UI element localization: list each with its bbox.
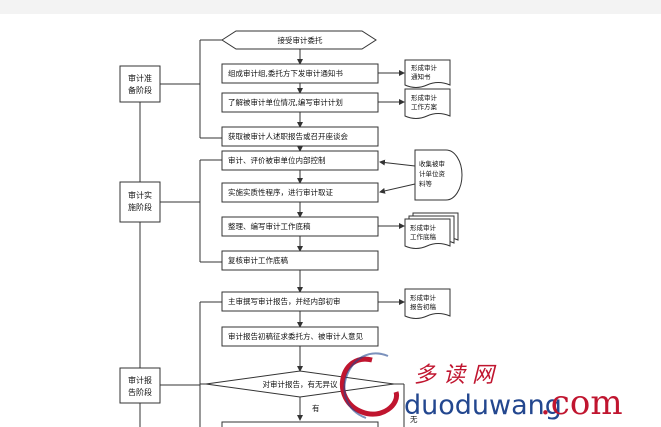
step-6: 整理、编写审计工作底稿 bbox=[221, 216, 379, 237]
doc-plan: 形成审计 工作方案 bbox=[404, 88, 451, 119]
doc-workpapers: 形成审计 工作底稿 bbox=[404, 212, 459, 249]
phase-brackets bbox=[139, 39, 222, 427]
collect-note-line3: 料等 bbox=[419, 179, 433, 188]
step-7: 复核审计工作底稿 bbox=[221, 250, 379, 271]
phase-report-line1: 审计报 bbox=[128, 375, 152, 385]
step-4-label: 审计、评价被审单位内部控制 bbox=[228, 155, 326, 165]
decision-yes-label: 有 bbox=[312, 403, 320, 413]
doc-draft-line2: 报告初稿 bbox=[410, 302, 437, 311]
step-7-label: 复核审计工作底稿 bbox=[228, 255, 288, 265]
step-4: 审计、评价被审单位内部控制 bbox=[221, 150, 379, 171]
step-2-label: 了解被审计单位情况,编写审计计划 bbox=[228, 97, 343, 107]
phase-report-line2: 告阶段 bbox=[128, 387, 152, 397]
start-node-label: 接受审计委托 bbox=[278, 35, 323, 45]
decision-label: 对审计报告，有无异议 bbox=[263, 379, 338, 389]
step-1-label: 组成审计组,委托方下发审计通知书 bbox=[228, 68, 343, 78]
doc-notice: 形成审计 通知书 bbox=[404, 59, 451, 88]
phase-implement-line1: 审计实 bbox=[128, 190, 152, 200]
decision-node: 对审计报告，有无异议 有 无 bbox=[200, 370, 418, 427]
watermark: 多 读 网 duoduwang .com bbox=[340, 352, 623, 423]
step-5-label: 实施实质性程序，进行审计取证 bbox=[228, 187, 333, 197]
doc-connectors bbox=[378, 70, 416, 305]
doc-workpapers-line2: 工作底稿 bbox=[410, 232, 437, 241]
collect-note-line1: 收集被审 bbox=[419, 159, 445, 168]
doc-notice-line1: 形成审计 bbox=[411, 63, 438, 72]
watermark-chinese: 多 读 网 bbox=[414, 363, 497, 388]
start-node: 接受审计委托 bbox=[221, 30, 377, 50]
watermark-arc-icon bbox=[343, 352, 389, 419]
phase-report: 审计报 告阶段 bbox=[119, 367, 161, 404]
doc-plan-line2: 工作方案 bbox=[411, 102, 438, 111]
phase-implement: 审计实 施阶段 bbox=[119, 181, 161, 223]
phase-implement-line2: 施阶段 bbox=[128, 202, 152, 212]
step-5: 实施实质性程序，进行审计取证 bbox=[221, 182, 379, 203]
collect-note-line2: 计单位资 bbox=[419, 169, 446, 178]
doc-draft: 形成审计 报告初稿 bbox=[404, 288, 451, 319]
step-9: 审计报告初稿征求委托方、被审计人意见 bbox=[221, 326, 379, 347]
step-6-label: 整理、编写审计工作底稿 bbox=[228, 221, 311, 231]
step-8-label: 主审撰写审计报告，并经内部初审 bbox=[228, 296, 341, 306]
watermark-swoosh-icon bbox=[340, 356, 399, 417]
watermark-latin: duoduwang bbox=[404, 390, 562, 421]
doc-workpapers-line1: 形成审计 bbox=[410, 223, 437, 232]
collect-data-note: 收集被审 计单位资 料等 bbox=[414, 149, 463, 201]
step-3-label: 获取被审计人述职报告或召开座谈会 bbox=[228, 131, 348, 141]
step-3: 获取被审计人述职报告或召开座谈会 bbox=[221, 126, 379, 147]
doc-notice-line2: 通知书 bbox=[411, 72, 431, 81]
doc-plan-line1: 形成审计 bbox=[411, 93, 438, 102]
phase-prep-line2: 备阶段 bbox=[128, 85, 152, 95]
phase-prep: 审计准 备阶段 bbox=[119, 65, 161, 103]
top-strip bbox=[0, 0, 661, 14]
decision-no-label: 无 bbox=[410, 415, 418, 424]
phase-prep-line1: 审计准 bbox=[128, 73, 152, 83]
doc-draft-line1: 形成审计 bbox=[410, 293, 437, 302]
step-8: 主审撰写审计报告，并经内部初审 bbox=[221, 291, 379, 312]
watermark-suffix: .com bbox=[540, 383, 623, 423]
step-1: 组成审计组,委托方下发审计通知书 bbox=[221, 63, 379, 84]
step-2: 了解被审计单位情况,编写审计计划 bbox=[221, 92, 379, 113]
step-9-label: 审计报告初稿征求委托方、被审计人意见 bbox=[228, 331, 363, 341]
